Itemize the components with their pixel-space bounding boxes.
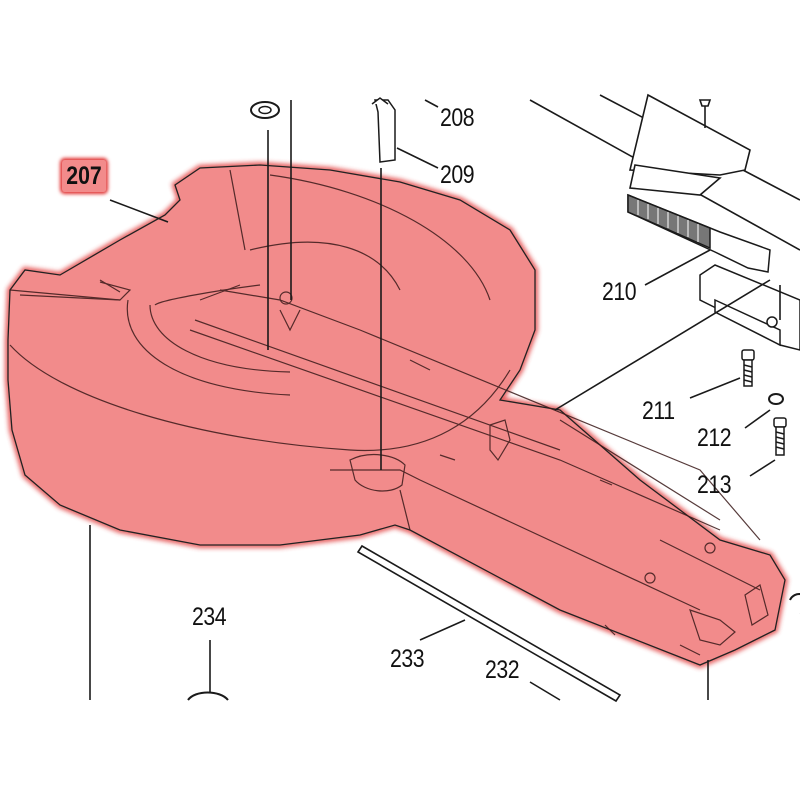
part-234-top bbox=[187, 691, 229, 701]
rod-part-233 bbox=[356, 544, 622, 703]
slide-rail-assembly bbox=[529, 93, 800, 251]
callout-213: 213 bbox=[697, 471, 732, 499]
screw-part-211 bbox=[741, 349, 755, 387]
callout-208: 208 bbox=[440, 104, 475, 132]
callout-233: 233 bbox=[390, 645, 425, 673]
bracket-part bbox=[699, 264, 800, 351]
washer-part-212 bbox=[768, 393, 784, 405]
pin-part-209 bbox=[371, 97, 396, 163]
callout-232: 232 bbox=[485, 656, 520, 684]
callout-211: 211 bbox=[642, 397, 675, 425]
callout-234: 234 bbox=[192, 603, 227, 631]
leader-lines bbox=[89, 99, 781, 701]
toothed-bar-part-210 bbox=[627, 193, 771, 273]
screw-part-213 bbox=[773, 417, 787, 456]
callout-207-highlighted: 207 bbox=[62, 160, 106, 192]
base-part-207-highlighted bbox=[5, 161, 789, 669]
callout-209: 209 bbox=[440, 161, 475, 189]
callout-210: 210 bbox=[602, 278, 637, 306]
callout-212: 212 bbox=[697, 424, 732, 452]
